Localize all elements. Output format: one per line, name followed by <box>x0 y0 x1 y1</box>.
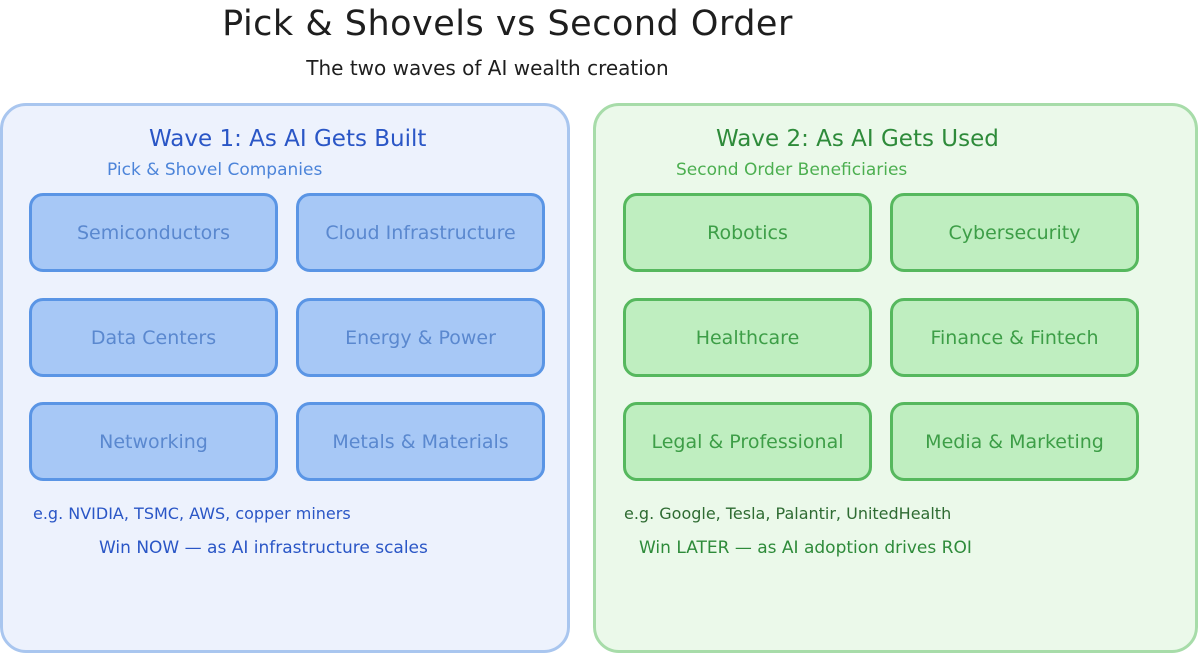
tile-semiconductors: Semiconductors <box>29 193 278 272</box>
tile-legal-professional: Legal & Professional <box>623 402 872 481</box>
wave-2-title: Wave 2: As AI Gets Used <box>716 126 999 152</box>
tile-cybersecurity: Cybersecurity <box>890 193 1139 272</box>
tile-healthcare: Healthcare <box>623 298 872 377</box>
wave-2-examples: e.g. Google, Tesla, Palantir, UnitedHeal… <box>624 504 952 523</box>
tile-media-marketing: Media & Marketing <box>890 402 1139 481</box>
tile-networking: Networking <box>29 402 278 481</box>
wave-1-examples: e.g. NVIDIA, TSMC, AWS, copper miners <box>33 504 351 523</box>
wave-1-title: Wave 1: As AI Gets Built <box>149 126 427 152</box>
wave-1-panel: Wave 1: As AI Gets Built Pick & Shovel C… <box>0 103 570 653</box>
tile-data-centers: Data Centers <box>29 298 278 377</box>
tile-finance-fintech: Finance & Fintech <box>890 298 1139 377</box>
tile-robotics: Robotics <box>623 193 872 272</box>
tile-metals-materials: Metals & Materials <box>296 402 545 481</box>
wave-2-subtitle: Second Order Beneficiaries <box>676 160 908 180</box>
wave-1-timing: Win NOW — as AI infrastructure scales <box>99 538 428 558</box>
wave-2-panel: Wave 2: As AI Gets Used Second Order Ben… <box>593 103 1198 653</box>
tile-energy-power: Energy & Power <box>296 298 545 377</box>
wave-2-timing: Win LATER — as AI adoption drives ROI <box>639 538 972 558</box>
wave-1-subtitle: Pick & Shovel Companies <box>107 160 323 180</box>
page-subtitle: The two waves of AI wealth creation <box>306 56 669 80</box>
tile-cloud-infrastructure: Cloud Infrastructure <box>296 193 545 272</box>
page-title: Pick & Shovels vs Second Order <box>222 4 793 44</box>
